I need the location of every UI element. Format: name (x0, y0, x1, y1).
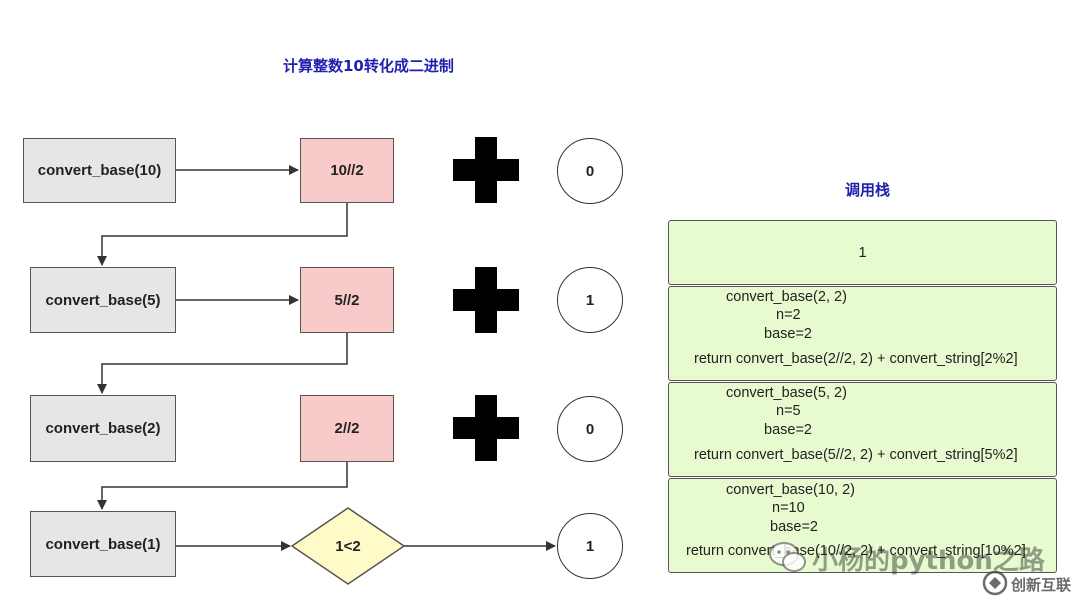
stack-frame-1: 1 (668, 220, 1057, 285)
logo-icon (982, 570, 1008, 596)
call-box-4: convert_base(1) (30, 511, 176, 577)
frame-text: n=5 (776, 403, 801, 419)
frame-text: return convert_base(5//2, 2) + convert_s… (694, 447, 1018, 463)
digit-circle-4: 1 (557, 513, 623, 579)
call-box-2: convert_base(5) (30, 267, 176, 333)
op-box-2: 5//2 (300, 267, 394, 333)
stack-frame-3: convert_base(5, 2) n=5 base=2 return con… (668, 382, 1057, 477)
call-box-3: convert_base(2) (30, 395, 176, 462)
plus-icon (453, 137, 519, 203)
watermark-logo-text: 创新互联 (1011, 576, 1072, 594)
frame-text: n=10 (772, 500, 805, 516)
frame-text: base=2 (764, 326, 812, 342)
watermark-account: 小杨的python之路 (812, 546, 1045, 576)
call-box-1: convert_base(10) (23, 138, 176, 203)
frame-text: base=2 (770, 519, 818, 535)
wechat-icon (769, 542, 806, 572)
page-title: 计算整数10转化成二进制 (283, 57, 454, 75)
stack-frame-2: convert_base(2, 2) n=2 base=2 return con… (668, 286, 1057, 381)
condition-diamond (290, 507, 406, 585)
frame-text: return convert_base(2//2, 2) + convert_s… (694, 351, 1018, 367)
frame-text: 1 (858, 245, 867, 261)
digit-circle-1: 0 (557, 138, 623, 204)
digit-circle-2: 1 (557, 267, 623, 333)
stack-title: 调用栈 (845, 181, 891, 199)
frame-text: convert_base(10, 2) (726, 482, 855, 498)
condition-label: 1<2 (335, 537, 361, 555)
op-box-1: 10//2 (300, 138, 394, 203)
frame-text: base=2 (764, 422, 812, 438)
op-box-3: 2//2 (300, 395, 394, 462)
frame-text: convert_base(5, 2) (726, 385, 847, 401)
plus-icon (453, 267, 519, 333)
plus-icon (453, 395, 519, 461)
digit-circle-3: 0 (557, 396, 623, 462)
frame-text: n=2 (776, 307, 801, 323)
frame-text: convert_base(2, 2) (726, 289, 847, 305)
